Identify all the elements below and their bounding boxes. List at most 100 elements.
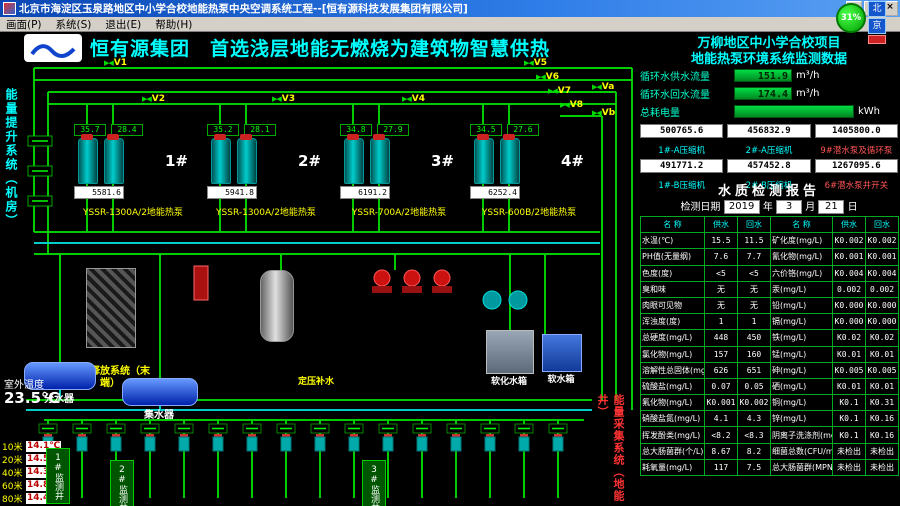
menu-item[interactable]: 帮助(H) bbox=[155, 18, 193, 31]
plate-heat-exchanger[interactable] bbox=[86, 268, 136, 348]
supply-value: K0.000 bbox=[832, 296, 866, 315]
return-value: K0.31 bbox=[865, 394, 899, 412]
table-header-row: 名 称 供水 回水 名 称 供水 回水 bbox=[640, 215, 899, 234]
param-name: 水温(℃) bbox=[640, 232, 705, 250]
param-name: 镉(mg/L) bbox=[770, 313, 833, 331]
compressor-b bbox=[237, 134, 257, 184]
param-name: 氯化物(mg/L) bbox=[640, 345, 705, 363]
softened-water-tank[interactable] bbox=[486, 330, 534, 374]
report-year-field[interactable]: 2019 bbox=[723, 200, 760, 214]
valve-v4[interactable]: V4 bbox=[402, 94, 425, 104]
supply-value: K0.02 bbox=[832, 329, 866, 347]
energy-counter: 1405800.0 9#潜水泵及循环泵 bbox=[814, 124, 898, 157]
monitor-well-2[interactable]: 2#监测井 bbox=[110, 460, 134, 506]
counter-label: 1#-A压缩机 bbox=[658, 146, 706, 156]
return-value: 0.002 bbox=[865, 280, 899, 298]
soft-water-box[interactable] bbox=[542, 334, 582, 372]
return-temp-readout: 27.6 bbox=[507, 124, 539, 136]
ground-depth-temps: 10米 14.1℃ 20米 14.5℃ 40米 14.3℃ 60米 14.8℃ bbox=[2, 440, 62, 505]
valve-vb[interactable]: Vb bbox=[592, 108, 615, 118]
city-box[interactable]: 京 bbox=[868, 18, 886, 34]
valve-v6[interactable]: V6 bbox=[536, 72, 559, 82]
scada-canvas: 恒有源集团 首选浅层地能无燃烧为建筑物智慧供热 能量提升系统（机房） 能量采集系… bbox=[0, 32, 900, 506]
valve-v7[interactable]: V7 bbox=[548, 86, 571, 96]
valve-v5[interactable]: V5 bbox=[524, 58, 547, 68]
compressor-a bbox=[211, 134, 231, 184]
valve-v8[interactable]: V8 bbox=[560, 100, 583, 110]
heat-pump-unit[interactable]: 34.8 27.9 3# 6191.2 YSSR-700A/2地能热泵 bbox=[336, 124, 462, 220]
valve-v2[interactable]: V2 bbox=[142, 94, 165, 104]
energy-counter: 500765.6 1#-A压缩机 bbox=[640, 124, 724, 157]
param-name: 铅(mg/L) bbox=[770, 296, 833, 315]
param-name: 肉眼可见物 bbox=[640, 296, 705, 315]
unit-number: 2# bbox=[297, 152, 321, 170]
table-row: 氯化物(mg/L) 157 160 锰(mg/L) K0.01 K0.01 bbox=[640, 345, 899, 363]
return-value: K0.000 bbox=[865, 313, 899, 331]
monitor-title-line2: 地能热泵环境系统监测数据 bbox=[690, 52, 847, 67]
monitor-panel: 万柳地区中小学合校项目 地能热泵环境系统监测数据 循环水供水流量 151.9 m… bbox=[638, 32, 900, 506]
return-temp-readout: 28.4 bbox=[111, 124, 143, 136]
depth-label: 10米 bbox=[2, 443, 23, 453]
water-divider-tank[interactable] bbox=[24, 362, 96, 390]
param-name: 总硬度(mg/L) bbox=[640, 329, 705, 347]
valve-va[interactable]: Va bbox=[592, 82, 615, 92]
param-name: 细菌总数(CFU/mL) bbox=[770, 442, 833, 460]
supply-value: K0.01 bbox=[832, 377, 866, 396]
return-value: 11.5 bbox=[737, 232, 771, 250]
close-button[interactable]: × bbox=[882, 1, 898, 16]
param-name: 汞(mg/L) bbox=[770, 280, 833, 298]
param-name: 矿化度(mg/L) bbox=[770, 232, 833, 250]
counter-label: 6#潜水泵井开关 bbox=[824, 181, 889, 191]
table-row: 水温(℃) 15.5 11.5 矿化度(mg/L) K0.002 K0.002 bbox=[640, 232, 899, 250]
total-energy-row: 总耗电量 kWh bbox=[640, 104, 880, 119]
menu-item[interactable]: 系统(S) bbox=[55, 18, 92, 31]
param-name: 溶解性总固体(mg/L) bbox=[640, 361, 705, 379]
water-collector-tank[interactable] bbox=[122, 378, 198, 406]
return-value: K0.01 bbox=[865, 377, 899, 396]
param-name: 砷(mg/L) bbox=[770, 361, 833, 379]
unit-temperature-readouts: 34.8 27.9 bbox=[340, 124, 409, 136]
city-box[interactable]: 北 bbox=[868, 1, 886, 17]
return-value: K0.005 bbox=[865, 361, 899, 379]
titlebar: 北京市海淀区玉泉路地区中小学合校地能热泵中央空调系统工程--[恒有源科技发展集团… bbox=[0, 0, 900, 17]
menu-item[interactable]: 退出(E) bbox=[105, 18, 142, 31]
supply-flow-row: 循环水供水流量 151.9 m³/h bbox=[640, 68, 819, 83]
outdoor-temp-label: 室外温度 bbox=[4, 380, 44, 391]
header-slogan: 恒有源集团 首选浅层地能无燃烧为建筑物智慧供热 bbox=[90, 38, 551, 60]
report-month-field[interactable]: 3 bbox=[776, 200, 802, 214]
unit-number: 3# bbox=[430, 152, 454, 170]
total-energy-label: 总耗电量 bbox=[640, 108, 680, 119]
return-value: 无 bbox=[737, 296, 771, 315]
depth-label: 40米 bbox=[2, 469, 23, 479]
report-day-field[interactable]: 21 bbox=[818, 200, 845, 214]
expansion-tank[interactable] bbox=[260, 270, 294, 342]
heat-pump-unit[interactable]: 34.5 27.6 4# 6252.4 YSSR-600B/2地能热泵 bbox=[466, 124, 592, 220]
label-energy-release-system: 能量释放系统（末端） bbox=[70, 366, 150, 389]
table-row: 硫酸盐(mg/L) 0.07 0.05 硒(mg/L) K0.01 K0.01 bbox=[640, 377, 899, 396]
monitor-well-3[interactable]: 3#监测井 bbox=[362, 460, 386, 506]
return-value: K0.01 bbox=[865, 345, 899, 363]
col-return-2: 回水 bbox=[865, 215, 899, 234]
param-name: 锰(mg/L) bbox=[770, 345, 833, 363]
label-pressure-makeup: 定压补水 bbox=[298, 377, 335, 387]
supply-value: K0.001 bbox=[832, 248, 866, 266]
heat-pump-unit[interactable]: 35.7 28.4 1# 5581.6 YSSR-1300A/2地能热泵 bbox=[70, 124, 196, 220]
return-value: 4.3 bbox=[737, 410, 771, 428]
counter-value: 457452.8 bbox=[727, 159, 811, 173]
unit-temperature-readouts: 34.5 27.6 bbox=[470, 124, 539, 136]
total-energy-unit: kWh bbox=[858, 106, 881, 117]
valve-v1[interactable]: V1 bbox=[104, 58, 127, 68]
return-flow-unit: m³/h bbox=[796, 88, 820, 99]
counter-label: 9#潜水泵及循环泵 bbox=[820, 146, 893, 156]
heat-pump-unit[interactable]: 35.2 28.1 2# 5941.8 YSSR-1300A/2地能热泵 bbox=[203, 124, 329, 220]
battery-indicator[interactable]: 31% bbox=[836, 3, 866, 33]
menu-item[interactable]: 画面(P) bbox=[6, 18, 42, 31]
counter-value: 491771.2 bbox=[640, 159, 724, 173]
year-unit: 年 bbox=[762, 202, 773, 213]
supply-value: 0.07 bbox=[704, 377, 738, 396]
return-value: 未检出 bbox=[865, 442, 899, 460]
monitor-well-1[interactable]: 1#监测井 bbox=[46, 448, 70, 504]
return-value: K0.004 bbox=[865, 264, 899, 282]
valve-v3[interactable]: V3 bbox=[272, 94, 295, 104]
water-divider-label: 分水器 bbox=[44, 394, 74, 405]
